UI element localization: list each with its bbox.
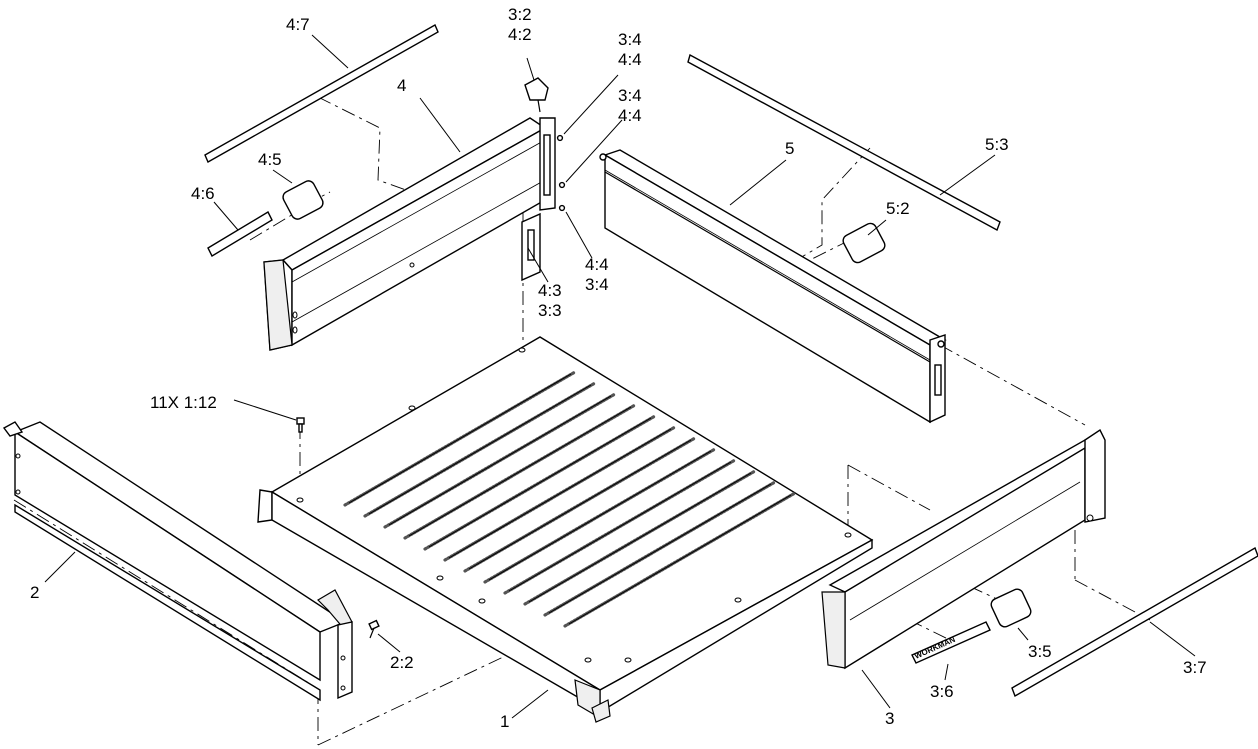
floor-rib-groove bbox=[388, 395, 612, 526]
front-panel bbox=[263, 117, 556, 351]
floor-rib-groove bbox=[468, 439, 692, 570]
floor-rib-groove bbox=[348, 373, 572, 504]
floor-rib-groove bbox=[408, 406, 632, 537]
callout-4: 4 bbox=[397, 76, 406, 95]
callout-labels: 4:7 3:2 4:2 3:4 4:4 3:4 4:4 4 5 5:3 4:5 … bbox=[30, 5, 1207, 731]
hinge-bracket bbox=[521, 212, 541, 282]
floor-rib-groove bbox=[368, 384, 592, 515]
floor-ribs bbox=[343, 370, 797, 628]
callout-4-4-a: 4:4 bbox=[618, 50, 642, 69]
callout-5: 5 bbox=[785, 139, 794, 158]
callout-3-5: 3:5 bbox=[1028, 642, 1052, 661]
floor-rib-groove bbox=[428, 417, 652, 548]
callout-4-4-b: 4:4 bbox=[618, 106, 642, 125]
floor-rib-groove bbox=[488, 450, 712, 581]
callout-1: 1 bbox=[500, 712, 509, 731]
floor-holes bbox=[296, 347, 852, 663]
callout-5-2: 5:2 bbox=[886, 199, 910, 218]
decal-3-5 bbox=[990, 588, 1032, 628]
bolt-2-2 bbox=[368, 619, 380, 639]
reflector-strips bbox=[204, 24, 1258, 698]
leader-lines bbox=[44, 34, 1196, 719]
callout-3-7: 3:7 bbox=[1183, 658, 1207, 677]
workman-decal: WORKMAN bbox=[911, 621, 991, 664]
callout-3-6: 3:6 bbox=[930, 682, 954, 701]
bed-floor bbox=[257, 336, 874, 723]
callout-2-2: 2:2 bbox=[390, 653, 414, 672]
screws bbox=[556, 134, 566, 212]
callout-5-3: 5:3 bbox=[985, 135, 1009, 154]
callout-4-5: 4:5 bbox=[258, 150, 282, 169]
floor-rib-groove bbox=[548, 483, 772, 614]
callout-4-2: 4:2 bbox=[508, 25, 532, 44]
callout-4-3: 4:3 bbox=[538, 281, 562, 300]
callout-4-6: 4:6 bbox=[191, 184, 215, 203]
floor-rib-groove bbox=[528, 472, 752, 603]
callout-3-4-a: 3:4 bbox=[618, 30, 642, 49]
right-side-panel bbox=[821, 428, 1106, 670]
callout-11x-1-12: 11X 1:12 bbox=[150, 393, 217, 412]
callout-3-2: 3:2 bbox=[508, 5, 532, 24]
decal-5-2 bbox=[842, 222, 886, 264]
decal-4-5 bbox=[282, 180, 324, 220]
callout-4-7: 4:7 bbox=[286, 15, 310, 34]
floor-rib-groove bbox=[508, 461, 732, 592]
callout-3-4-c: 3:4 bbox=[585, 275, 609, 294]
callout-3: 3 bbox=[885, 709, 894, 728]
latch bbox=[524, 77, 549, 113]
floor-rib-groove bbox=[448, 428, 672, 559]
callout-4-4-c: 4:4 bbox=[585, 255, 609, 274]
callout-2: 2 bbox=[30, 583, 39, 602]
rear-panel bbox=[599, 149, 947, 424]
bolt-1-12 bbox=[296, 417, 305, 433]
left-side-panel bbox=[2, 421, 353, 702]
callout-3-3: 3:3 bbox=[538, 301, 562, 320]
callout-3-4-b: 3:4 bbox=[618, 86, 642, 105]
floor-rib-groove bbox=[568, 494, 792, 625]
